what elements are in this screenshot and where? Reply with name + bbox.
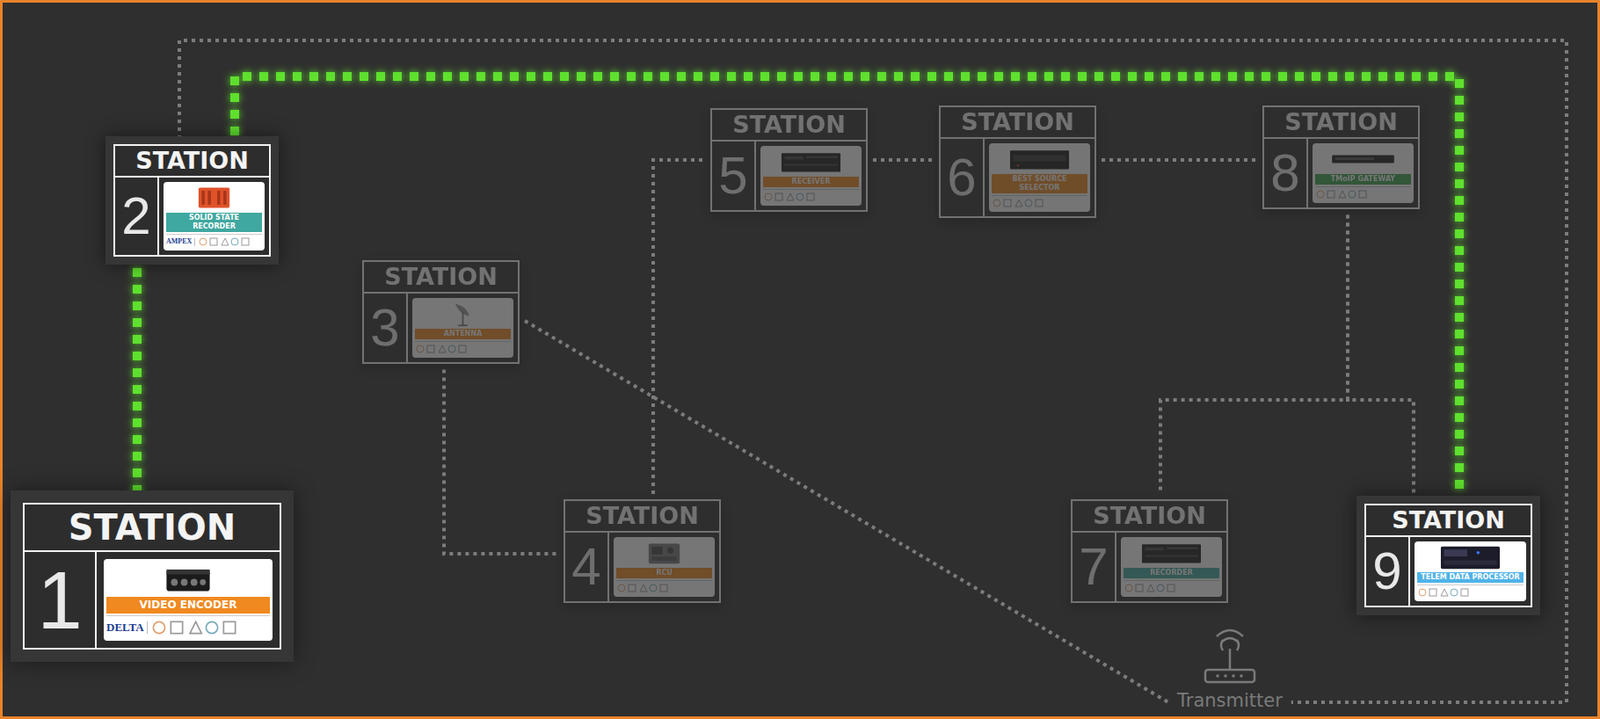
device-label: RECEIVER [763, 176, 859, 188]
card-area: SOLID STATE RECORDER AMPEX [159, 177, 270, 255]
station-number: 7 [1072, 532, 1117, 602]
station-number: 9 [1366, 537, 1411, 606]
station-heading: STATION [712, 109, 866, 142]
logo-row [414, 341, 511, 356]
dotted-link [653, 160, 706, 495]
device-label: TMoIP GATEWAY [1315, 174, 1411, 185]
device-card: VIDEO ENCODER DELTA [103, 559, 273, 641]
dotted-link [179, 40, 1567, 703]
station-number: 1 [24, 552, 97, 648]
dotted-link [872, 158, 934, 162]
dotted-link [1347, 214, 1414, 499]
card-area: BEST SOURCE SELECTOR [984, 138, 1095, 217]
station-heading: STATION [940, 107, 1095, 139]
device-card: RECEIVER [760, 145, 862, 206]
logo-row [1315, 186, 1411, 201]
station-heading: STATION [1366, 505, 1531, 538]
station-number: 4 [565, 532, 610, 602]
logo-row [991, 195, 1088, 210]
station-body: 4RCU [565, 532, 720, 602]
dotted-link [443, 369, 559, 554]
station-number: 5 [712, 141, 757, 211]
device-label: BEST SOURCE SELECTOR [991, 174, 1088, 194]
card-area: TELEM DATA PROCESSOR [1410, 537, 1531, 606]
device-label: RECORDER [1123, 567, 1220, 579]
station-box: STATION5RECEIVER [710, 108, 868, 212]
station-box: STATION8TMoIP GATEWAY [1262, 105, 1420, 210]
vendor-logo: AMPEX [166, 238, 196, 247]
dotted-link [1160, 214, 1348, 495]
active-link [132, 265, 142, 495]
card-area: VIDEO ENCODER DELTA [96, 552, 280, 648]
device-card: ANTENNA [412, 298, 514, 358]
device-label: ANTENNA [414, 328, 511, 340]
dotted-link [1101, 158, 1258, 162]
transmitter-node: Transmitter [1173, 625, 1287, 713]
device-card: TELEM DATA PROCESSOR [1414, 541, 1527, 602]
device-card: RECORDER [1120, 537, 1222, 597]
station-heading: STATION [363, 261, 518, 294]
station-box: STATION9TELEM DATA PROCESSOR [1364, 503, 1533, 608]
station-heading: STATION [1072, 501, 1227, 533]
logo-row: DELTA [106, 615, 270, 639]
station-number: 6 [940, 138, 985, 217]
station-heading: STATION [1264, 107, 1419, 139]
station-box: STATION7RECORDER [1070, 499, 1229, 604]
card-area: ANTENNA [407, 293, 518, 363]
card-area: RECORDER [1116, 532, 1227, 602]
station-body: 6 BEST SOURCE SELECTOR [940, 138, 1095, 217]
logo-row [763, 189, 859, 204]
logo-row: AMPEX [166, 233, 262, 248]
device-card: TMoIP GATEWAY [1312, 143, 1414, 204]
station-heading: STATION [565, 501, 720, 533]
active-link [234, 76, 1460, 495]
card-area: RCU [609, 532, 720, 602]
station-body: 9TELEM DATA PROCESSOR [1366, 537, 1531, 606]
station-box: STATION2 SOLID STATE RECORDER AMPEX [113, 144, 271, 257]
station-body: 3ANTENNA [363, 293, 518, 363]
logo-row [1417, 584, 1524, 599]
station-body: 2 SOLID STATE RECORDER AMPEX [115, 177, 270, 255]
vendor-logo: DELTA [106, 621, 148, 634]
station-box: STATION4RCU [563, 499, 721, 604]
logo-row [616, 580, 713, 595]
device-label: VIDEO ENCODER [106, 596, 270, 614]
logo-row [1123, 580, 1220, 595]
station-number: 8 [1264, 138, 1309, 208]
station-number: 3 [363, 293, 408, 363]
device-label: SOLID STATE RECORDER [166, 212, 262, 233]
station-box: STATION1 VIDEO ENCODER DELTA [22, 502, 282, 650]
device-card: SOLID STATE RECORDER AMPEX [163, 181, 265, 251]
station-body: 8TMoIP GATEWAY [1264, 138, 1419, 208]
station-box: STATION3ANTENNA [362, 260, 520, 364]
station-body: 1 VIDEO ENCODER DELTA [24, 552, 280, 648]
station-body: 5RECEIVER [712, 141, 866, 211]
transmitter-label: Transmitter [1173, 689, 1287, 713]
station-body: 7RECORDER [1072, 532, 1227, 602]
card-area: RECEIVER [756, 141, 866, 211]
station-heading: STATION [115, 145, 270, 178]
device-label: RCU [616, 567, 713, 579]
device-card: RCU [613, 537, 715, 597]
card-area: TMoIP GATEWAY [1308, 138, 1419, 208]
station-box: STATION6 BEST SOURCE SELECTOR [938, 105, 1097, 219]
device-label: TELEM DATA PROCESSOR [1417, 572, 1524, 583]
device-card: BEST SOURCE SELECTOR [989, 143, 1091, 212]
station-number: 2 [115, 177, 160, 255]
antenna-icon [1196, 625, 1264, 690]
station-heading: STATION [24, 504, 280, 553]
